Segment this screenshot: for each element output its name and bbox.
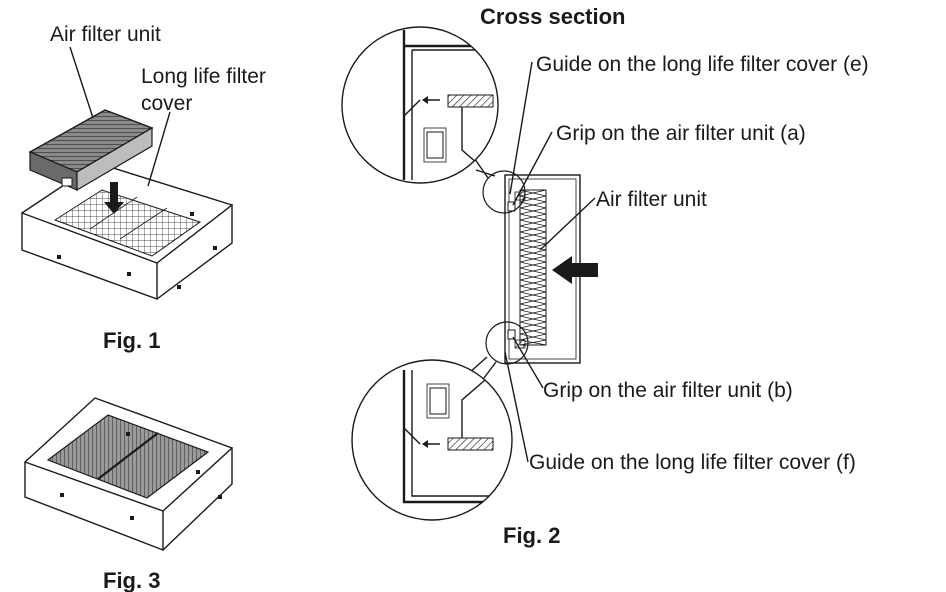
caption-fig3: Fig. 3 [103,568,160,592]
cross-section-drawing [482,170,598,365]
fig1-drawing [20,46,234,300]
installed-air-filter-fig3 [46,414,210,499]
caption-fig2: Fig. 2 [503,523,560,548]
label-guide-e: Guide on the long life filter cover (e) [536,53,869,76]
label-cover-line1-fig1: Long life filter [141,65,266,88]
label-air-filter-unit-fig2: Air filter unit [596,188,707,211]
cross-section-title: Cross section [480,4,626,29]
fig3-drawing [23,397,234,552]
label-cover-line2-fig1: cover [141,92,192,115]
label-grip-b: Grip on the air filter unit (b) [543,379,793,402]
leader-grip-b [512,336,544,389]
long-life-filter-cover-fig1 [20,162,234,300]
leader-guide-e [509,61,533,195]
label-grip-a: Grip on the air filter unit (a) [556,122,806,145]
detail-top-magnified [341,26,499,184]
leader-air-filter-unit-fig2 [539,197,596,251]
leader-air-filter-unit-fig1 [69,46,94,119]
detail-bottom-magnified [351,359,513,521]
leader-grip-a [512,131,553,206]
air-filter-pleats-fig2 [519,189,547,346]
label-air-filter-unit-fig1: Air filter unit [50,23,161,46]
airflow-arrow-icon [552,256,598,284]
caption-fig1: Fig. 1 [103,328,160,353]
leader-guide-f [504,351,529,463]
label-guide-f: Guide on the long life filter cover (f) [529,451,856,474]
insert-arrow-icon [104,182,124,214]
air-filter-unit-fig1 [28,109,154,192]
detail-marker-top [482,170,526,214]
leader-cover-fig1 [147,111,171,187]
